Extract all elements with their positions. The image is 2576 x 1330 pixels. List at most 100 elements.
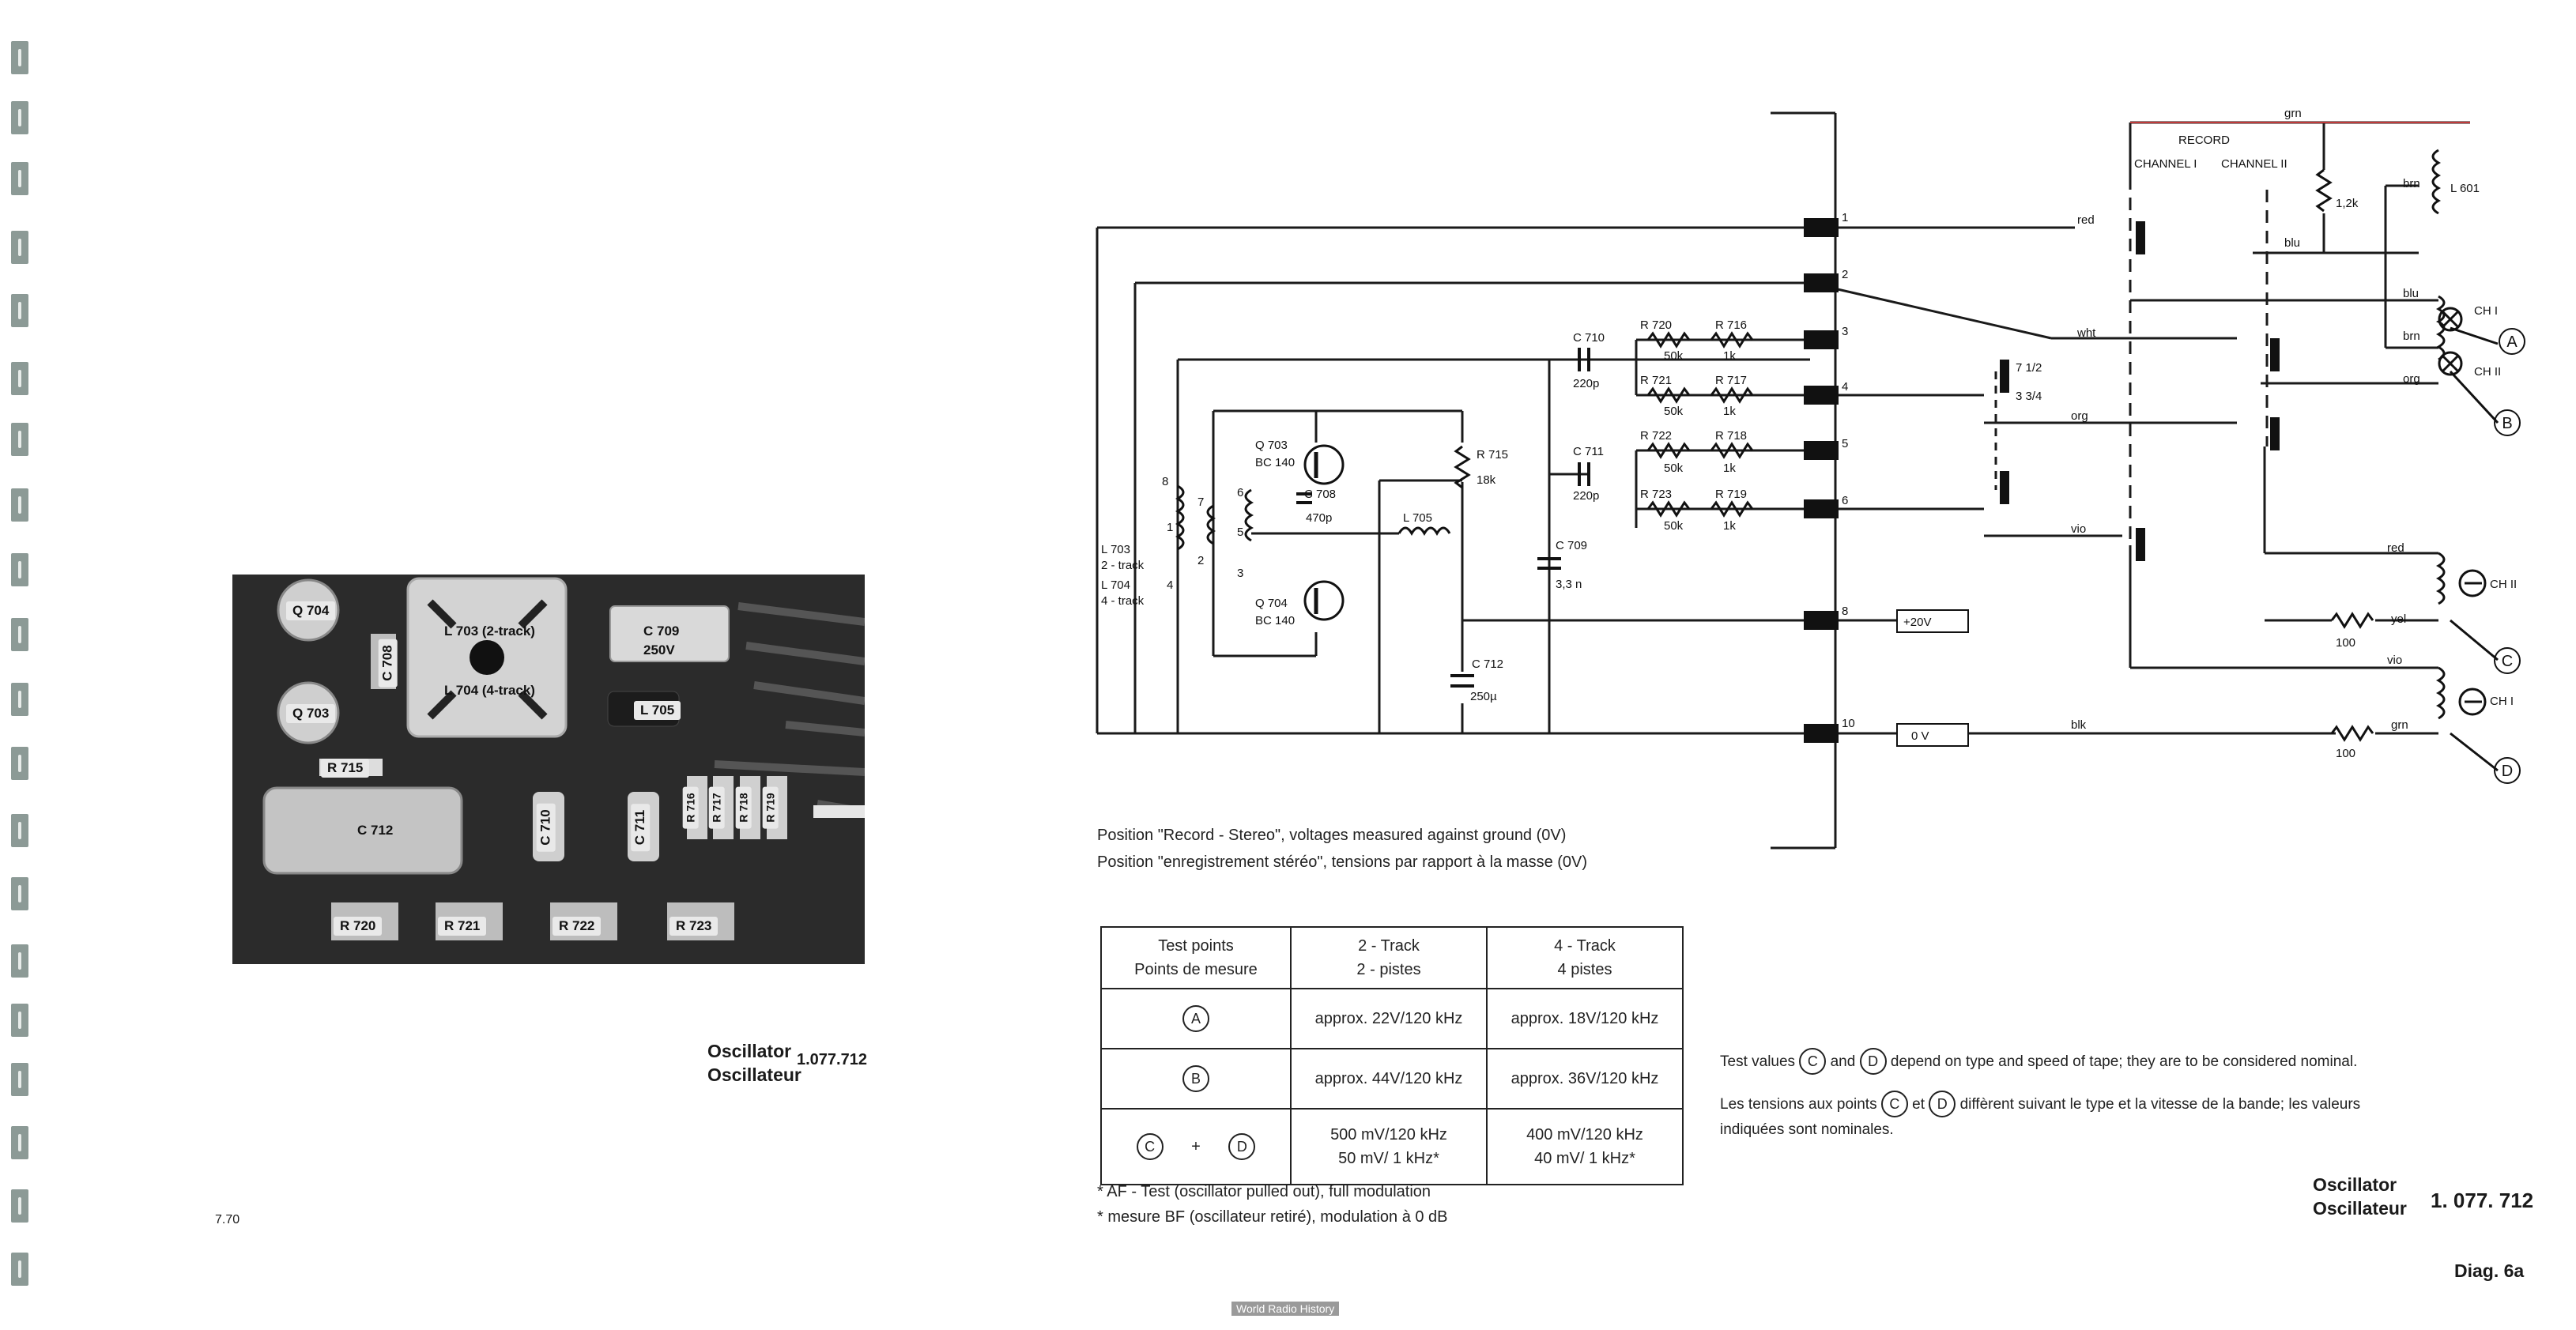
connector-pins bbox=[1804, 218, 2280, 743]
photo-label: R 723 bbox=[669, 917, 718, 936]
header-text: Points de mesure bbox=[1134, 961, 1258, 978]
binding-tab bbox=[11, 814, 28, 847]
component-label: 100 bbox=[2336, 636, 2355, 650]
photo-label: L 703 (2-track) bbox=[444, 624, 535, 639]
voltage-label: +20V bbox=[1903, 616, 1931, 629]
binding-tab bbox=[11, 553, 28, 586]
table-row: A approx. 22V/120 kHz approx. 18V/120 kH… bbox=[1100, 988, 1684, 1049]
pin-label: 10 bbox=[1842, 717, 1855, 730]
component-label: Q 703 bbox=[1255, 439, 1288, 452]
note-text: diffèrent suivant le type et la vitesse … bbox=[1959, 1096, 2361, 1113]
photo-label: L 704 (4-track) bbox=[444, 683, 535, 698]
photo-caption: Oscillator Oscillateur bbox=[707, 1039, 801, 1087]
cell-text: 500 mV/120 kHz bbox=[1330, 1126, 1447, 1143]
note-text: indiquées sont nominales. bbox=[1720, 1121, 1894, 1138]
component-label: 1k bbox=[1723, 349, 1736, 363]
test-point-badge: A bbox=[1182, 1005, 1209, 1032]
tap-label: 1 bbox=[1167, 521, 1173, 534]
cell-text: 50 mV/ 1 kHz* bbox=[1338, 1150, 1439, 1167]
heads bbox=[2438, 307, 2499, 772]
test-point-badge: D bbox=[1929, 1091, 1956, 1117]
caption-number: 1.077.712 bbox=[797, 1051, 867, 1068]
component-label: C 708 bbox=[1304, 488, 1336, 501]
photo-label: R 720 bbox=[334, 917, 383, 936]
watermark: World Radio History bbox=[1231, 1302, 1340, 1316]
note-text: depend on type and speed of tape; they a… bbox=[1890, 1053, 2358, 1070]
binding-tab bbox=[11, 683, 28, 716]
photo-label: C 712 bbox=[357, 823, 394, 838]
caption-line-fr: Oscillateur bbox=[707, 1064, 801, 1085]
cell-text: 400 mV/120 kHz bbox=[1526, 1126, 1643, 1143]
component-label: R 722 bbox=[1640, 429, 1672, 443]
test-point-c: C bbox=[2502, 653, 2513, 670]
test-point-badge: C bbox=[1799, 1048, 1827, 1075]
component-label: 1k bbox=[1723, 519, 1736, 533]
table-cell: approx. 22V/120 kHz bbox=[1290, 988, 1488, 1049]
wire-label: grn bbox=[2391, 718, 2408, 732]
component-label: R 723 bbox=[1640, 488, 1672, 501]
footer-number: 1. 077. 712 bbox=[2431, 1189, 2534, 1212]
wire-label: yel bbox=[2391, 612, 2406, 626]
tap-label: 6 bbox=[1237, 486, 1243, 499]
table-header-row: Test points Points de mesure 2 - Track 2… bbox=[1100, 926, 1684, 989]
component-label: 250µ bbox=[1470, 690, 1497, 703]
component-label: 50k bbox=[1664, 349, 1684, 363]
photo-label: Q 704 bbox=[286, 601, 336, 620]
component-label: L 703 bbox=[1101, 543, 1130, 556]
photo-label: C 709 bbox=[643, 624, 680, 639]
table-row: B approx. 44V/120 kHz approx. 36V/120 kH… bbox=[1100, 1048, 1684, 1110]
note-text: et bbox=[1912, 1096, 1925, 1113]
channel-1-label: CHANNEL I bbox=[2134, 157, 2197, 171]
wire-label: blu bbox=[2403, 287, 2419, 300]
test-point-badge: B bbox=[1182, 1065, 1209, 1092]
resistors bbox=[1397, 168, 2374, 742]
binding-tab bbox=[11, 1126, 28, 1159]
component-label: 2 - track bbox=[1101, 559, 1145, 572]
pin-label: 1 bbox=[1842, 211, 1848, 224]
test-values-note-en: Test values C and D depend on type and s… bbox=[1720, 1048, 2357, 1075]
component-label: 100 bbox=[2336, 747, 2355, 760]
channel-label: CH I bbox=[2490, 695, 2514, 708]
photo-label: R 722 bbox=[553, 917, 602, 936]
binding-tab bbox=[11, 101, 28, 134]
position-caption-en: Position "Record - Stereo", voltages mea… bbox=[1097, 827, 1567, 844]
component-label: R 717 bbox=[1715, 374, 1747, 387]
channel-label: CH II bbox=[2490, 578, 2517, 591]
photo-label: R 721 bbox=[438, 917, 487, 936]
note-text: and bbox=[1830, 1053, 1856, 1070]
binding-tab bbox=[11, 294, 28, 327]
component-label: 220p bbox=[1573, 489, 1599, 503]
test-values-note-fr: Les tensions aux points C et D diffèrent… bbox=[1720, 1091, 2360, 1143]
binding-tab bbox=[11, 1063, 28, 1096]
footnotes: * AF - Test (oscillator pulled out), ful… bbox=[1097, 1179, 1448, 1230]
header-text: 2 - pistes bbox=[1356, 961, 1421, 978]
voltage-box-20v bbox=[1896, 609, 1969, 633]
circuit-board-photo: Q 704 Q 703 C 708 L 703 (2-track) L 704 … bbox=[232, 575, 865, 964]
note-text: Les tensions aux points bbox=[1720, 1096, 1877, 1113]
footnote-en: * AF - Test (oscillator pulled out), ful… bbox=[1097, 1183, 1431, 1200]
position-caption-fr: Position "enregistrement stéréo", tensio… bbox=[1097, 853, 1588, 871]
component-label: R 715 bbox=[1477, 448, 1508, 462]
binding-tab bbox=[11, 618, 28, 651]
voltage-label: 0 V bbox=[1911, 729, 1929, 743]
pin-label: 8 bbox=[1842, 605, 1848, 618]
table-cell: 400 mV/120 kHz 40 mV/ 1 kHz* bbox=[1486, 1108, 1684, 1185]
tap-label: 2 bbox=[1197, 554, 1204, 567]
component-label: BC 140 bbox=[1255, 614, 1295, 627]
component-label: R 718 bbox=[1715, 429, 1747, 443]
binding-tab bbox=[11, 877, 28, 910]
component-label: Q 704 bbox=[1255, 597, 1288, 610]
plus-sign: + bbox=[1191, 1138, 1201, 1155]
tap-label: 8 bbox=[1162, 475, 1168, 488]
wire-label: red bbox=[2387, 541, 2404, 555]
footnote-fr: * mesure BF (oscillateur retiré), modula… bbox=[1097, 1208, 1448, 1226]
table-cell: approx. 36V/120 kHz bbox=[1486, 1048, 1684, 1110]
channel-2-label: CHANNEL II bbox=[2221, 157, 2287, 171]
component-label: L 601 bbox=[2450, 182, 2480, 195]
table-header-cell: Test points Points de mesure bbox=[1100, 926, 1292, 989]
channel-label: CH II bbox=[2474, 365, 2501, 379]
test-point-circles bbox=[2494, 328, 2525, 784]
component-label: C 712 bbox=[1472, 657, 1503, 671]
capacitors bbox=[1296, 348, 1590, 688]
